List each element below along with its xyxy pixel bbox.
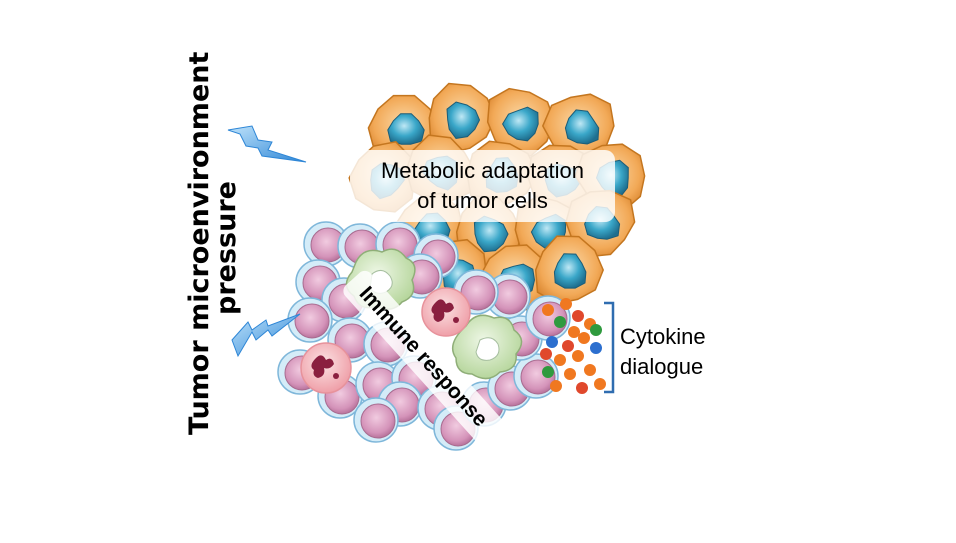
cytokine-label: Cytokine dialogue <box>620 322 706 382</box>
tumor-cell <box>541 93 615 160</box>
cytokine-label-line-1: Cytokine <box>620 324 706 349</box>
cytokine-dot <box>540 348 552 360</box>
cytokine-dot <box>594 378 606 390</box>
cytokine-dot <box>554 316 566 328</box>
cytokine-dots <box>540 298 606 394</box>
cytokine-dot <box>560 298 572 310</box>
tumor-cell <box>534 235 605 305</box>
cytokine-dot <box>562 340 574 352</box>
macrophage-cell <box>451 314 523 380</box>
cytokine-dot <box>542 366 554 378</box>
neutrophil-cell <box>421 287 471 337</box>
immune-cell <box>287 297 333 343</box>
metabolic-label-line-2: of tumor cells <box>417 188 548 213</box>
cytokine-label-line-2: dialogue <box>620 354 704 379</box>
cytokine-dot <box>590 342 602 354</box>
cytokine-dot <box>546 336 558 348</box>
cytokine-dot <box>576 382 588 394</box>
cytokine-dot <box>554 354 566 366</box>
cytokine-dot <box>542 304 554 316</box>
neutrophil-cell <box>300 342 352 394</box>
lightning-bolt-icon <box>231 313 301 358</box>
cytokine-dot <box>584 364 596 376</box>
metabolic-label: Metabolic adaptation of tumor cells <box>350 150 615 222</box>
title-line-2: pressure <box>211 181 242 315</box>
cytokine-bracket <box>604 301 615 394</box>
cytokine-dot <box>550 380 562 392</box>
cytokine-dot <box>572 350 584 362</box>
cytokine-dot <box>590 324 602 336</box>
cytokine-dot <box>578 332 590 344</box>
immune-cell <box>513 353 559 399</box>
cytokine-dot <box>568 326 580 338</box>
lightning-bolt-icon <box>227 125 307 163</box>
metabolic-label-line-1: Metabolic adaptation <box>380 158 585 183</box>
tumor-cell <box>428 82 497 155</box>
cytokine-dot <box>564 368 576 380</box>
immune-cell <box>353 397 399 443</box>
cytokine-dot <box>572 310 584 322</box>
